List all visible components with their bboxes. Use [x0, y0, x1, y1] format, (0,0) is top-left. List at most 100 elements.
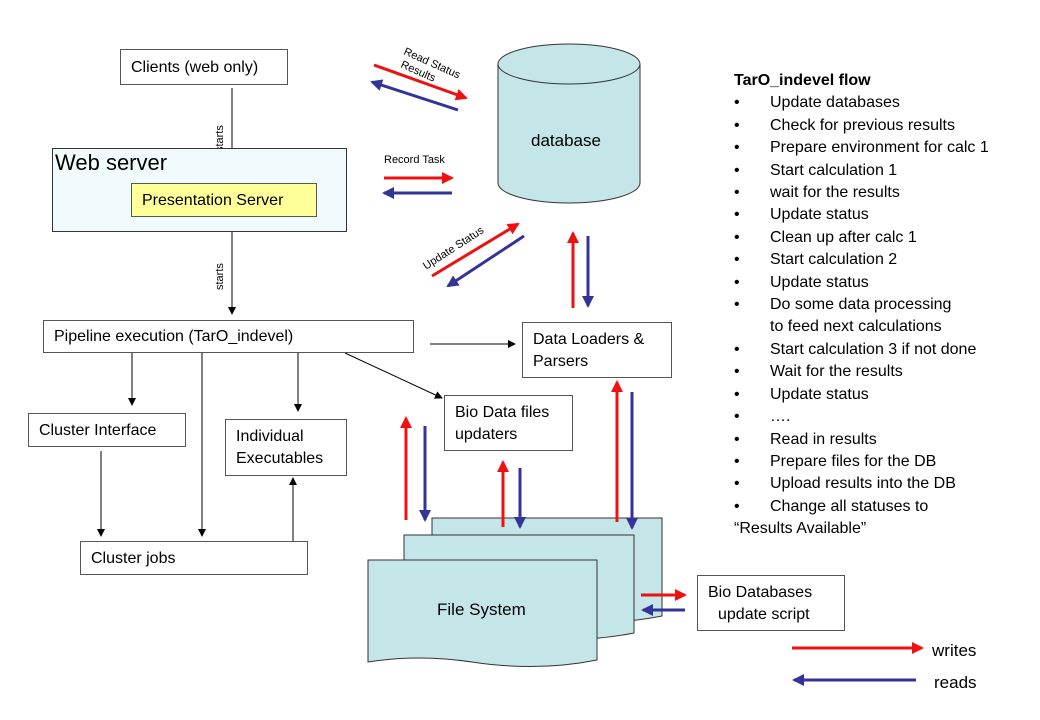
flow-step: • Start calculation 3 if not done [734, 339, 1034, 361]
individual-executables-box: Individual Executables [225, 419, 347, 476]
flow-step: • Prepare environment for calc 1 [734, 137, 1034, 159]
bullet-icon: • [734, 273, 740, 291]
flow-step: • Check for previous results [734, 115, 1034, 137]
presentation-server-box: Presentation Server [131, 183, 317, 217]
bullet-icon: • [734, 452, 740, 470]
cluster-jobs-label: Cluster jobs [91, 550, 176, 567]
flow-step-text: Clean up after calc 1 [770, 228, 917, 246]
flow-tail: “Results Available” [734, 520, 867, 538]
flow-step-text: Update status [770, 206, 869, 224]
legend-writes-label: writes [932, 641, 977, 660]
flow-step: • Change all statuses to [734, 496, 1034, 518]
bio-data-files-label-line-2: updaters [455, 426, 518, 443]
record-task-label: Record Task [384, 154, 445, 166]
read-status-write-arrow [373, 63, 468, 101]
flow-step: • Clean up after calc 1 [734, 227, 1034, 249]
data-loaders-label-line-1: Data Loaders & [533, 331, 645, 348]
flow-step: • wait for the results [734, 182, 1034, 204]
flow-list: TarO_indevel flow • Update databases • Chec… [734, 70, 1034, 541]
bullet-icon: • [734, 251, 740, 269]
flow-step: • …. [734, 406, 1034, 428]
flow-title: TarO_indevel flow [734, 72, 871, 89]
bullet-icon: • [734, 184, 740, 202]
bio-data-files-label-line-1: Bio Data files [455, 404, 550, 421]
flow-step-text: Do some data processing [770, 296, 952, 314]
pipeline-box: Pipeline execution (TarO_indevel) [43, 320, 414, 353]
web-server-label: Web server [55, 150, 168, 175]
data-loaders-box: Data Loaders & Parsers [522, 322, 672, 378]
control-arrows [97, 88, 516, 541]
bullet-icon: • [734, 116, 740, 134]
flow-step-continuation: to feed next calculations [770, 318, 942, 336]
flow-step-text: wait for the results [770, 184, 900, 202]
flow-step: • Update status [734, 272, 1034, 294]
flow-step-text: Upload results into the DB [770, 475, 956, 493]
legend-reads-label: reads [934, 673, 977, 692]
flow-step: • Upload results into the DB [734, 473, 1034, 495]
update-status-read-arrow [446, 234, 525, 288]
flow-step: • Wait for the results [734, 361, 1034, 383]
cluster-interface-box: Cluster Interface [28, 413, 186, 447]
bullet-icon: • [734, 475, 740, 493]
bio-databases-box: Bio Databases update script [697, 575, 845, 631]
clients-label: Clients (web only) [131, 59, 259, 76]
bullet-icon: • [734, 430, 740, 448]
flow-step-text: Update status [770, 273, 869, 291]
flow-step-text: Prepare environment for calc 1 [770, 139, 989, 157]
results-read-arrow [370, 79, 459, 112]
bullet-icon: • [734, 363, 740, 381]
bio-databases-label-line-2: update script [718, 606, 810, 623]
write-arrows [373, 63, 924, 654]
flow-step: • Update status [734, 204, 1034, 226]
presentation-server-label: Presentation Server [142, 192, 284, 209]
bullet-icon: • [734, 408, 740, 426]
cluster-jobs-box: Cluster jobs [80, 541, 308, 575]
flow-step: • Start calculation 2 [734, 249, 1034, 271]
flow-step-text: Start calculation 2 [770, 251, 898, 269]
flow-step-text: Change all statuses to [770, 497, 929, 515]
flow-step-text: Wait for the results [770, 363, 903, 381]
flow-step: • Start calculation 1 [734, 160, 1034, 182]
flow-step: • Read in results [734, 429, 1034, 451]
bullet-icon: • [734, 206, 740, 224]
flow-step-text: Start calculation 3 if not done [770, 340, 977, 358]
bullet-icon: • [734, 497, 740, 515]
bullet-icon: • [734, 139, 740, 157]
pipeline-to-biodata-arrow [344, 352, 443, 399]
flow-step: • Update databases [734, 92, 1034, 114]
flow-step-text: Check for previous results [770, 116, 955, 134]
data-loaders-label-line-2: Parsers [533, 353, 589, 370]
bio-databases-label-line-1: Bio Databases [708, 584, 813, 601]
flow-step-text: …. [770, 408, 791, 426]
read-arrows [370, 79, 916, 686]
flow-steps: • Update databases • Check for previous res… [734, 92, 1034, 518]
bullet-icon: • [734, 296, 740, 314]
flow-step: • Do some data processing to feed next cal… [734, 294, 1034, 339]
file-system-label: File System [437, 600, 526, 619]
pipeline-label: Pipeline execution (TarO_indevel) [54, 328, 294, 345]
database-label: database [531, 131, 601, 150]
starts-label-2: starts [214, 263, 226, 290]
flow-step: • Prepare files for the DB [734, 451, 1034, 473]
bullet-icon: • [734, 94, 740, 112]
flow-step-text: Prepare files for the DB [770, 452, 937, 470]
individual-executables-label-line-2: Executables [236, 450, 324, 467]
bullet-icon: • [734, 228, 740, 246]
flow-step-text: Read in results [770, 430, 877, 448]
flow-step-text: Start calculation 1 [770, 161, 898, 179]
cluster-interface-label: Cluster Interface [39, 422, 157, 439]
file-system-documents [367, 517, 663, 668]
bullet-icon: • [734, 340, 740, 358]
update-status-write-arrow [431, 222, 520, 278]
flow-step: • Update status [734, 384, 1034, 406]
starts-label-1: starts [214, 125, 226, 152]
bullet-icon: • [734, 161, 740, 179]
flow-step-text: Update status [770, 385, 869, 403]
database-cylinder [497, 43, 641, 204]
bullet-icon: • [734, 385, 740, 403]
flow-step-text: Update databases [770, 94, 900, 112]
individual-executables-label-line-1: Individual [236, 428, 304, 445]
bio-data-files-box: Bio Data files updaters [444, 395, 573, 451]
clients-box: Clients (web only) [120, 49, 288, 85]
